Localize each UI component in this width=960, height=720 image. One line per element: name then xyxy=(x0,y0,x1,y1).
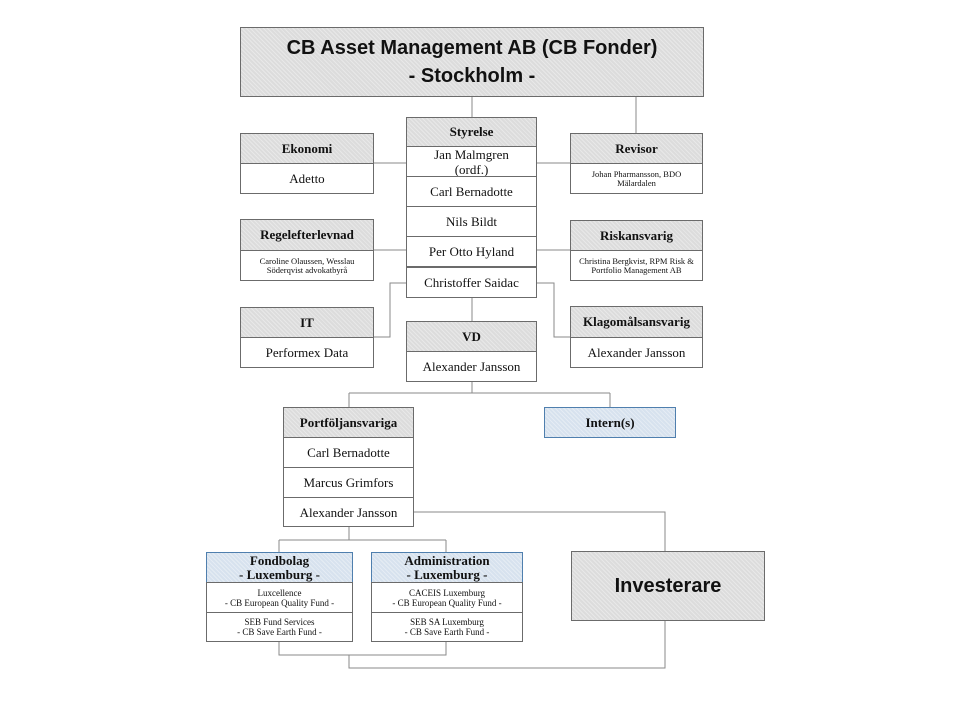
fondbolag-row-2: SEB Fund Services - CB Save Earth Fund - xyxy=(206,612,353,642)
styrelse-member-3: Nils Bildt xyxy=(406,206,537,237)
portfolj-member-2-label: Marcus Grimfors xyxy=(303,475,394,490)
revisor-value-box: Johan Pharmansson, BDO Mälardalen xyxy=(570,163,703,194)
investerare-title: Investerare xyxy=(614,574,722,597)
portfolj-title: Portföljansvariga xyxy=(299,414,398,430)
styrelse-member-1-label: Jan Malmgren (ordf.) xyxy=(434,146,509,177)
styrelse-member-2: Carl Bernadotte xyxy=(406,176,537,207)
vd-title: VD xyxy=(462,328,481,344)
fondbolag-row-1-fund: - CB European Quality Fund - xyxy=(224,597,335,608)
portfolj-member-3: Alexander Jansson xyxy=(283,497,414,527)
ekonomi-value-box: Adetto xyxy=(240,163,374,194)
portfolj-member-1-label: Carl Bernadotte xyxy=(307,445,390,460)
administration-row-1-fund: - CB European Quality Fund - xyxy=(392,597,502,608)
styrelse-member-4-label: Per Otto Hyland xyxy=(428,244,515,259)
company-title-line2: - Stockholm - xyxy=(408,65,536,87)
administration-row-1: CACEIS Luxemburg - CB European Quality F… xyxy=(371,582,523,613)
fondbolag-row-2-name: SEB Fund Services xyxy=(244,617,315,627)
portfolj-header: Portföljansvariga xyxy=(283,407,414,438)
fondbolag-row-1: Luxcellence - CB European Quality Fund - xyxy=(206,582,353,613)
fondbolag-row-2-fund: - CB Save Earth Fund - xyxy=(237,627,322,637)
styrelse-title: Styrelse xyxy=(449,124,494,139)
klagomal-header: Klagomålsansvarig xyxy=(570,306,703,338)
it-value: Performex Data xyxy=(265,345,349,360)
ekonomi-value: Adetto xyxy=(289,171,325,186)
company-title-line1: CB Asset Management AB (CB Fonder) xyxy=(286,37,658,59)
ekonomi-header: Ekonomi xyxy=(240,133,374,164)
fondbolag-row-1-name: Luxcellence xyxy=(257,587,302,598)
styrelse-member-4: Per Otto Hyland xyxy=(406,236,537,267)
fondbolag-title1: Fondbolag xyxy=(249,552,310,568)
klagomal-title: Klagomålsansvarig xyxy=(583,314,690,329)
vd-value-box: Alexander Jansson xyxy=(406,351,537,382)
klagomal-value-box: Alexander Jansson xyxy=(570,337,703,368)
administration-row-2: SEB SA Luxemburg - CB Save Earth Fund - xyxy=(371,612,523,642)
administration-row-2-name: SEB SA Luxemburg xyxy=(410,617,484,627)
company-title-box: CB Asset Management AB (CB Fonder) - Sto… xyxy=(240,27,704,97)
riskansvarig-value-box: Christina Bergkvist, RPM Risk & Portfoli… xyxy=(570,250,703,281)
administration-row-1-name: CACEIS Luxemburg xyxy=(408,587,486,598)
portfolj-member-1: Carl Bernadotte xyxy=(283,437,414,468)
administration-title1: Administration xyxy=(404,552,490,568)
fondbolag-header: Fondbolag - Luxemburg - xyxy=(206,552,353,583)
riskansvarig-title: Riskansvarig xyxy=(600,227,673,243)
riskansvarig-header: Riskansvarig xyxy=(570,220,703,251)
administration-title2: - Luxemburg - xyxy=(406,566,488,582)
investerare-box: Investerare xyxy=(571,551,765,621)
klagomal-value: Alexander Jansson xyxy=(587,345,686,360)
regelefterlevnad-value: Caroline Olaussen, Wesslau Söderqvist ad… xyxy=(259,255,355,275)
styrelse-member-2-label: Carl Bernadotte xyxy=(430,184,513,199)
intern-box: Intern(s) xyxy=(544,407,676,438)
portfolj-member-3-label: Alexander Jansson xyxy=(299,504,398,520)
styrelse-header: Styrelse xyxy=(406,117,537,147)
styrelse-member-5-label: Christoffer Saidac xyxy=(424,275,519,290)
administration-header: Administration - Luxemburg - xyxy=(371,552,523,583)
administration-row-2-fund: - CB Save Earth Fund - xyxy=(404,627,490,637)
vd-header: VD xyxy=(406,321,537,352)
revisor-header: Revisor xyxy=(570,133,703,164)
regelefterlevnad-value-box: Caroline Olaussen, Wesslau Söderqvist ad… xyxy=(240,250,374,281)
it-header: IT xyxy=(240,307,374,338)
it-title: IT xyxy=(300,314,314,330)
revisor-title: Revisor xyxy=(615,140,658,156)
styrelse-member-5: Christoffer Saidac xyxy=(406,267,537,298)
riskansvarig-value: Christina Bergkvist, RPM Risk & Portfoli… xyxy=(579,255,694,275)
portfolj-member-2: Marcus Grimfors xyxy=(283,467,414,498)
styrelse-member-3-label: Nils Bildt xyxy=(446,214,497,229)
ekonomi-title: Ekonomi xyxy=(281,140,333,156)
styrelse-member-1: Jan Malmgren (ordf.) xyxy=(406,146,537,177)
intern-title: Intern(s) xyxy=(585,414,635,430)
fondbolag-title2: - Luxemburg - xyxy=(239,566,320,582)
revisor-value: Johan Pharmansson, BDO Mälardalen xyxy=(591,168,682,188)
it-value-box: Performex Data xyxy=(240,337,374,368)
regelefterlevnad-header: Regelefterlevnad xyxy=(240,219,374,251)
vd-value: Alexander Jansson xyxy=(422,359,521,374)
regelefterlevnad-title: Regelefterlevnad xyxy=(260,227,354,242)
